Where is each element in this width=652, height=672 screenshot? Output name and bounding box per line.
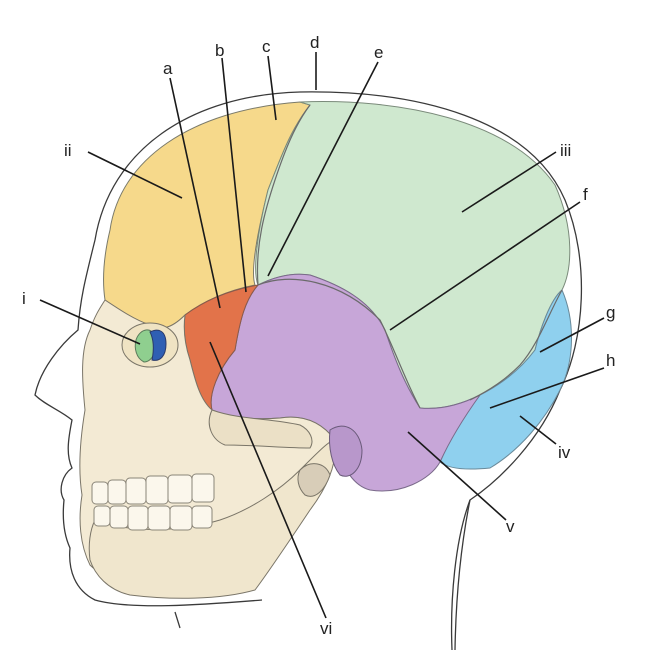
- label-f: f: [583, 185, 588, 204]
- neck-vertebra: [297, 463, 331, 497]
- label-a: a: [163, 59, 173, 78]
- label-i: i: [22, 289, 26, 308]
- label-b: b: [215, 41, 224, 60]
- leader-b: [221, 57, 247, 293]
- label-vi: vi: [320, 619, 332, 638]
- lower-teeth: [93, 505, 213, 531]
- chin-outline: [174, 611, 181, 629]
- leader-i: [39, 299, 141, 345]
- squamous-suture: [257, 278, 421, 409]
- label-e: e: [374, 43, 383, 62]
- leader-c: [267, 55, 277, 121]
- ethmoid-bone: [149, 329, 167, 361]
- leader-ii: [87, 151, 183, 199]
- leader-iv: [519, 415, 557, 445]
- face-profile-outline: [34, 239, 263, 607]
- zygomatic-arch: [208, 409, 313, 449]
- leader-g: [539, 317, 605, 353]
- mastoid-process: [329, 425, 363, 477]
- label-iii: iii: [560, 141, 571, 160]
- leader-f: [389, 201, 581, 331]
- leader-a: [169, 77, 221, 309]
- neck-outline: [454, 499, 471, 651]
- leader-iii: [461, 151, 557, 213]
- leader-vi: [209, 341, 327, 619]
- mandible: [88, 439, 336, 599]
- label-g: g: [606, 303, 615, 322]
- leader-h: [489, 367, 605, 409]
- label-ii: ii: [64, 141, 72, 160]
- label-d: d: [310, 33, 319, 52]
- label-iv: iv: [558, 443, 571, 462]
- coronal-suture: [256, 104, 311, 286]
- leader-e: [267, 61, 379, 277]
- label-v: v: [506, 517, 515, 536]
- label-h: h: [606, 351, 615, 370]
- leader-v: [407, 431, 507, 521]
- leader-lines: [39, 52, 605, 619]
- upper-teeth: [91, 473, 215, 505]
- label-c: c: [262, 37, 271, 56]
- lambdoid-suture: [469, 289, 563, 401]
